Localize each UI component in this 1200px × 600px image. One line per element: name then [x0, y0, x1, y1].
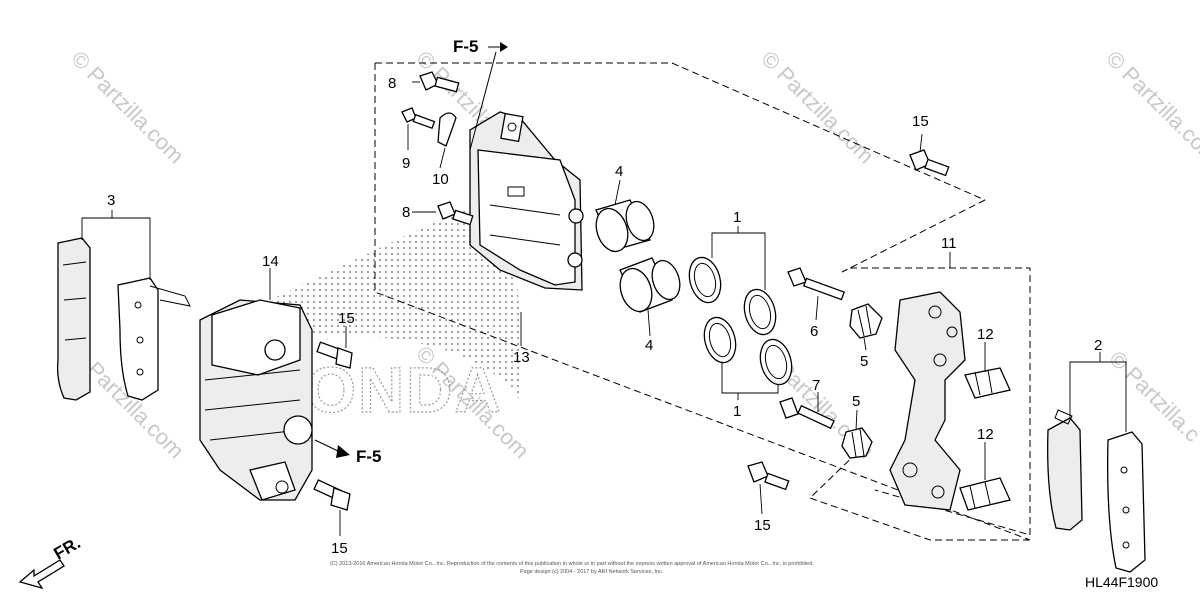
leader-lines	[81, 81, 1127, 536]
bolt-15-upper	[316, 341, 353, 369]
diagram-code: HL44F1900	[1085, 574, 1158, 590]
reference-f5-top: F-5	[453, 37, 508, 151]
callout-8: 8	[388, 75, 396, 92]
brake-pad-left-outer	[117, 277, 191, 401]
callout-7: 7	[812, 377, 820, 394]
callout-15: 15	[338, 310, 355, 327]
callout-15: 15	[912, 113, 929, 130]
caliper-assembly	[199, 299, 313, 501]
callout-13: 13	[513, 349, 530, 366]
callout-9: 9	[402, 155, 410, 172]
front-direction-arrow: FR.	[18, 533, 84, 590]
callout-8: 8	[402, 204, 410, 221]
pad-retainer-lower	[959, 477, 1011, 511]
callout-4: 4	[645, 337, 653, 354]
slide-pin-lower	[779, 397, 835, 430]
callout-5: 5	[852, 393, 860, 410]
piston-seal-set	[688, 256, 793, 386]
bleeder-screw	[401, 107, 436, 130]
pin-boot-lower	[841, 427, 873, 459]
bolt-8-lower	[437, 201, 474, 226]
copyright-line: Page design (c) 2004 - 2017 by ARI Netwo…	[520, 569, 664, 575]
callout-15: 15	[331, 540, 348, 557]
callout-14: 14	[262, 253, 279, 270]
caliper-bracket	[889, 291, 966, 511]
callout-10: 10	[432, 171, 449, 188]
bolt-15-right-upper	[909, 149, 950, 177]
callout-1: 1	[733, 403, 741, 420]
part-callouts: 3 14 15 15 13 8 9 10 8 4 4 1 1 6 7 5 5 1…	[107, 75, 1102, 557]
callout-3: 3	[107, 192, 115, 209]
bleeder-cap	[437, 112, 457, 147]
reference-f5-right: F-5	[314, 439, 382, 466]
front-label: FR.	[51, 533, 84, 563]
reference-label: F-5	[356, 447, 382, 466]
pin-boot-upper	[849, 303, 883, 339]
callout-12: 12	[977, 426, 994, 443]
callout-2: 2	[1094, 337, 1102, 354]
callout-15: 15	[754, 517, 771, 534]
bolt-8-upper	[419, 71, 460, 93]
bolt-15-lower	[313, 479, 351, 511]
piston-lower	[619, 257, 681, 313]
callout-1: 1	[733, 209, 741, 226]
watermark-text: © Partzilla.com	[1101, 46, 1200, 169]
piston-upper	[595, 199, 655, 253]
callout-4: 4	[615, 163, 623, 180]
callout-5: 5	[860, 353, 868, 370]
bracket-outline	[850, 267, 1031, 536]
bolt-15-right-lower	[747, 461, 790, 491]
reference-label: F-5	[453, 37, 479, 56]
watermark-text: © Partzilla.com	[66, 46, 189, 169]
copyright-line: (C) 2013-2016 American Honda Motor Co., …	[330, 561, 814, 567]
brake-pad-right-inner	[1047, 409, 1083, 531]
watermark-text: © Partzilla.com	[756, 46, 879, 169]
callout-11: 11	[941, 235, 957, 252]
pad-retainer-upper	[964, 367, 1011, 399]
slide-pin-upper	[787, 267, 845, 301]
caliper-body	[469, 111, 584, 291]
brake-pad-left-inner	[56, 237, 91, 401]
brake-pad-right-outer	[1107, 431, 1146, 573]
callout-12: 12	[977, 326, 994, 343]
watermark-text: © Partzilla.c	[1104, 346, 1200, 447]
callout-6: 6	[810, 323, 818, 340]
